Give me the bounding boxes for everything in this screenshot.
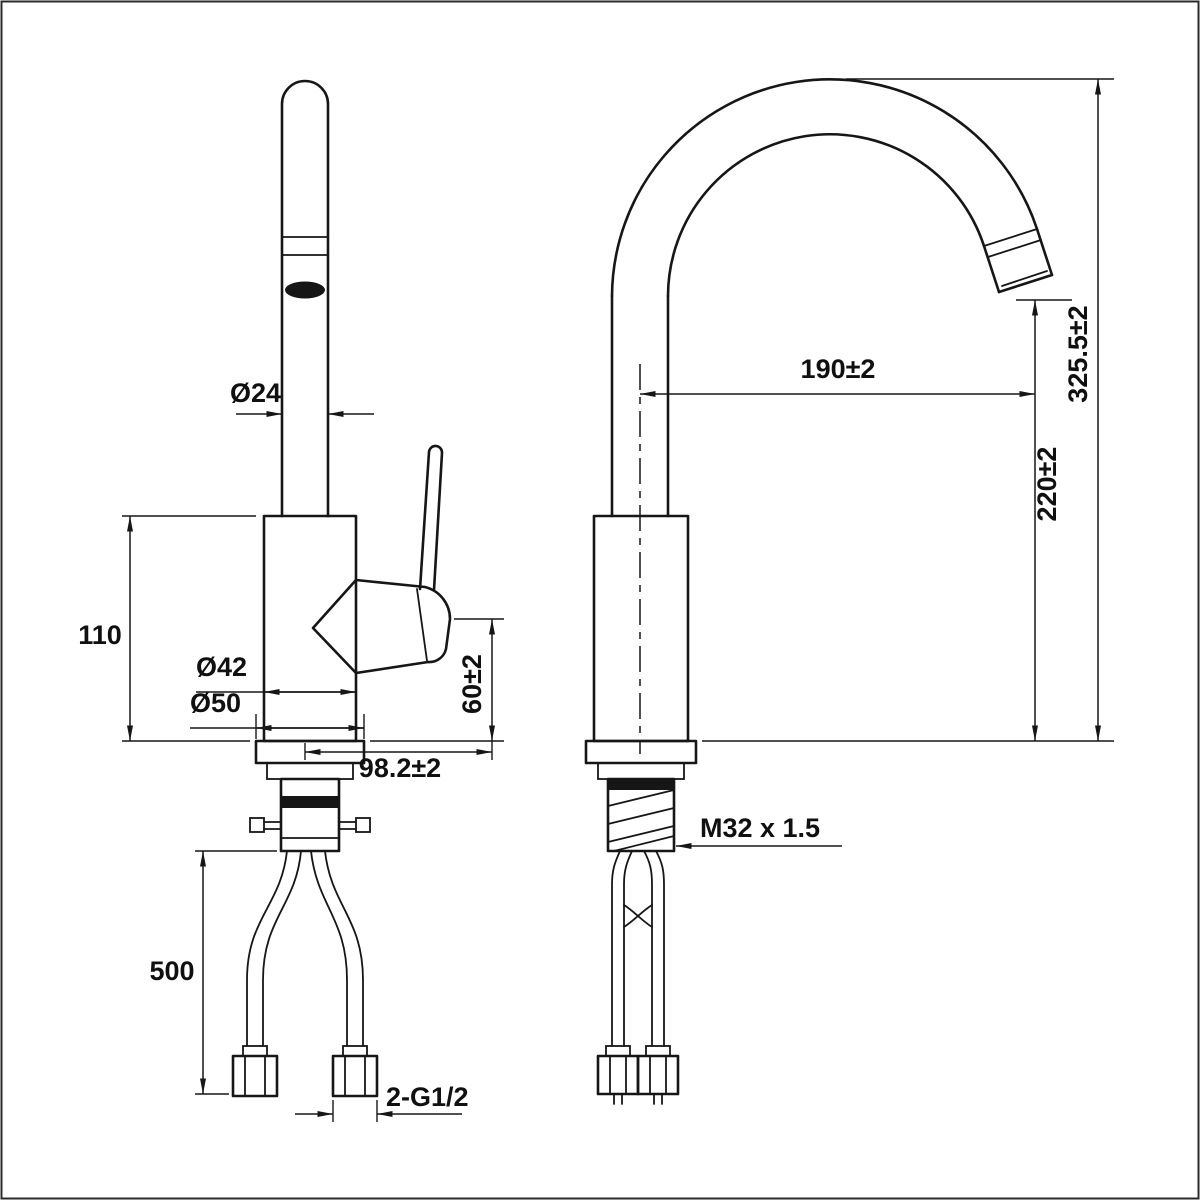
thread-hatch <box>607 825 675 843</box>
spout-outlet-face <box>997 273 1054 294</box>
gooseneck-outer-arc <box>610 78 1039 298</box>
handle-lever <box>418 444 444 592</box>
hose-nut <box>636 1054 680 1096</box>
base-flange <box>584 739 698 765</box>
base-gasket <box>597 762 685 780</box>
dim-label-spout-reach: 190±2 <box>801 354 876 384</box>
dim-label-handle-height: 60±2 <box>457 654 487 714</box>
supply-hose <box>623 850 633 1047</box>
dim-label-body-height: 110 <box>78 620 122 650</box>
spout-tip-side <box>1035 227 1054 277</box>
dim-label-hose-thread: 2-G1/2 <box>386 1082 469 1112</box>
supply-hose-right <box>310 850 348 1047</box>
hose-collar-left <box>242 1045 268 1057</box>
dim-label-body-diameter: Ø42 <box>196 652 247 682</box>
hose-collar-right <box>342 1045 368 1057</box>
dim-label-shank-thread: M32 x 1.5 <box>700 813 820 843</box>
thread-hatch <box>607 807 675 825</box>
spout-tip-joint <box>987 239 1042 258</box>
supply-hose <box>655 850 665 1047</box>
gooseneck-inner-arc <box>666 133 986 298</box>
supply-hose <box>643 850 653 1047</box>
hose-nut <box>596 1054 640 1096</box>
supply-hose-right <box>324 850 364 1047</box>
thread-hatch <box>607 789 675 807</box>
handle-body <box>354 578 452 675</box>
dim-label-outlet-height: 220±2 <box>1032 447 1062 522</box>
spout-outlet-opening <box>285 281 325 299</box>
base-gasket <box>266 762 354 780</box>
fixing-bolt-left <box>249 817 265 833</box>
lock-nut-band <box>608 780 674 790</box>
supply-hose-left <box>262 850 302 1047</box>
supply-hose <box>611 850 621 1047</box>
faucet-body <box>262 514 358 743</box>
side-view <box>584 78 1054 1105</box>
hose-crossing <box>623 904 653 928</box>
spout-tip-side <box>982 244 1001 294</box>
hose-nut-left <box>231 1054 279 1098</box>
spout-pipe <box>280 79 330 518</box>
hose-nut-right <box>331 1054 379 1098</box>
threaded-shank <box>606 777 676 853</box>
dim-label-total-height: 325.5±2 <box>1063 305 1093 402</box>
side-view-dimensions: 190±2 220±2 325.5±2 M32 x 1.5 <box>640 78 1114 849</box>
front-view <box>231 79 452 1098</box>
spout-tip-joint <box>983 228 1038 247</box>
mounting-shank <box>279 777 341 853</box>
faucet-body <box>592 514 690 743</box>
lock-nut-band <box>281 796 339 808</box>
hose-collar <box>605 1045 631 1057</box>
aerator-line <box>1001 270 1048 287</box>
fixing-bolt-right <box>355 817 371 833</box>
dim-label-spout-diameter: Ø24 <box>230 378 281 408</box>
handle-cone <box>311 578 358 675</box>
handle-cap-line <box>416 588 428 662</box>
front-view-dimensions: Ø24 110 Ø42 Ø50 60±2 98.2±2 50 <box>78 378 504 1122</box>
hose-collar <box>645 1045 671 1057</box>
dim-label-base-diameter: Ø50 <box>190 688 241 718</box>
dim-label-hose-length: 500 <box>149 956 194 986</box>
supply-hose-left <box>246 850 288 1047</box>
dim-label-handle-reach: 98.2±2 <box>359 753 441 783</box>
thread-hatch <box>613 835 675 852</box>
